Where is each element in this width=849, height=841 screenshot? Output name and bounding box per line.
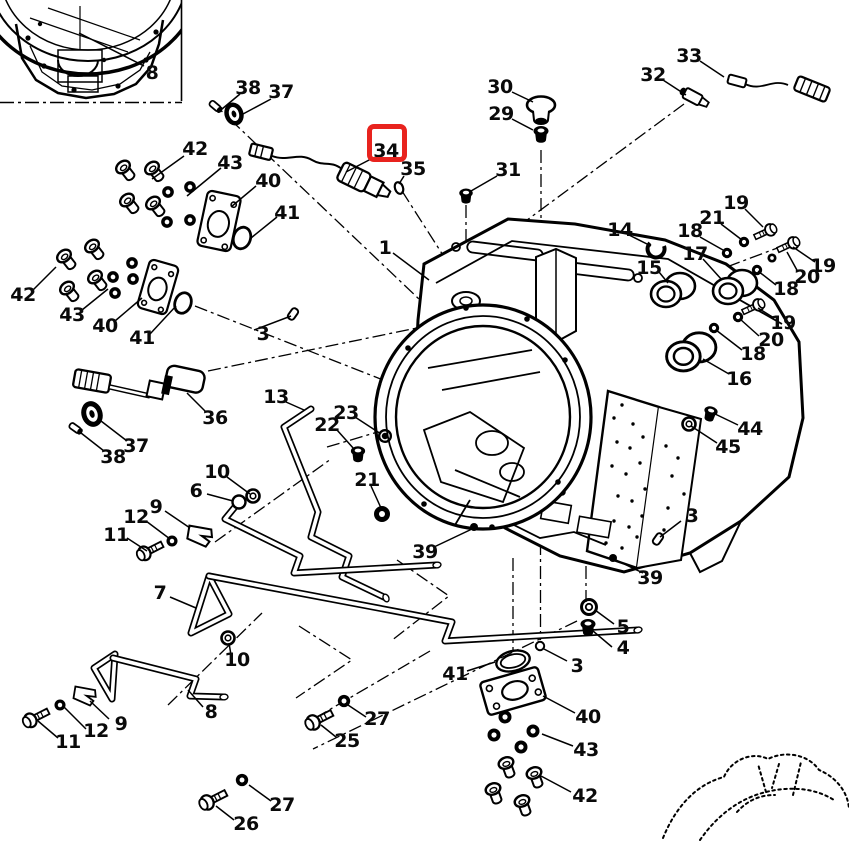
pin-3-bottom [534, 640, 546, 652]
sensor-34 [248, 142, 392, 199]
linkage-hardware [19, 488, 351, 814]
cable-33 [726, 73, 831, 103]
ball-39-right [609, 554, 617, 562]
washer-5 [580, 598, 598, 616]
bottom-cover-group [479, 649, 548, 819]
pin-3-left [285, 306, 301, 322]
o-ring-35 [393, 181, 405, 195]
hardware-group-top [112, 156, 253, 253]
sensor-36 [72, 364, 206, 401]
cap-30 [525, 95, 557, 125]
grommet-37-top [208, 99, 244, 125]
phantom-adjacent-part [662, 753, 849, 841]
linkage-rods [90, 405, 643, 703]
leader-lines [32, 32, 816, 821]
hardware-group-left [53, 235, 193, 316]
plug-31 [459, 188, 473, 204]
half-washer-14 [645, 241, 667, 260]
washer-21-center [374, 506, 390, 522]
inset-view [0, 0, 183, 104]
grommet-37-left [68, 402, 103, 435]
highlight-box [367, 124, 407, 162]
plug-29 [533, 126, 549, 143]
main-housing [373, 217, 805, 574]
